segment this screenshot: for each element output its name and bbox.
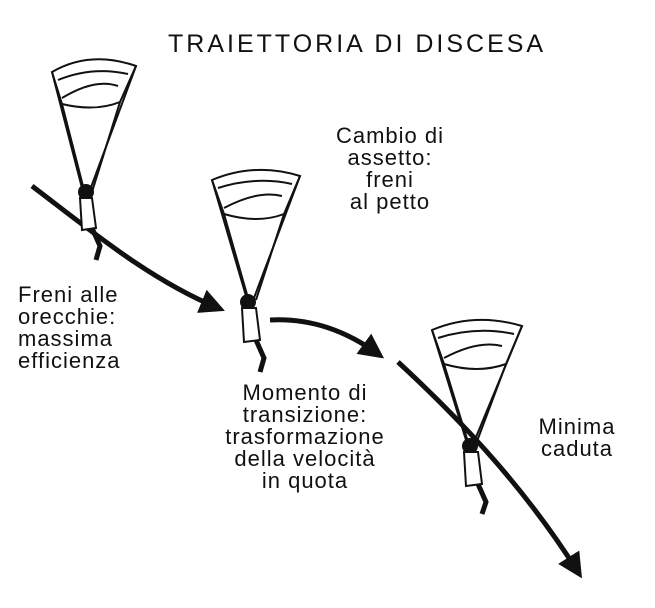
trajectory-arrow-2: [269, 317, 385, 359]
paraglider-icon-3: [430, 318, 524, 515]
paraglider-icon-2: [210, 168, 302, 373]
label-cambio-assetto: Cambio di assetto: freni al petto: [335, 123, 445, 214]
label-minima-caduta: Minima caduta: [538, 414, 616, 461]
label-momento-transizione: Momento di transizione: trasformazione d…: [225, 380, 385, 493]
trajectory-arrow-1: [30, 184, 225, 313]
paraglider-icon-1: [50, 58, 138, 261]
trajectory-arrow-3: [396, 360, 583, 579]
diagram-title: TRAIETTORIA DI DISCESA: [168, 30, 547, 58]
label-freni-orecchie: Freni alle orecchie: massima efficienza: [18, 282, 121, 373]
